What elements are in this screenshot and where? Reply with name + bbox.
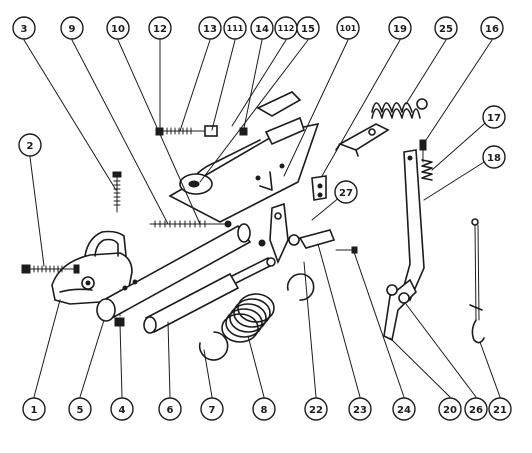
- callout-4: 4: [110, 397, 134, 421]
- callout-13: 13: [198, 16, 222, 40]
- svg-text:16: 16: [485, 24, 499, 35]
- callout-16: 16: [480, 16, 504, 40]
- svg-text:2: 2: [27, 141, 34, 152]
- callout-14: 14: [250, 16, 274, 40]
- svg-text:6: 6: [167, 405, 174, 416]
- shock-absorber: [143, 257, 276, 334]
- callout-8: 8: [252, 397, 276, 421]
- cable-21: [469, 218, 485, 344]
- callout-17: 17: [482, 105, 506, 129]
- callout-5: 5: [68, 397, 92, 421]
- svg-text:13: 13: [203, 24, 217, 35]
- coupling-head: [51, 230, 133, 305]
- svg-text:26: 26: [469, 405, 483, 416]
- callout-15: 15: [296, 16, 320, 40]
- brake-lever: [258, 202, 336, 265]
- lever-housing: [168, 91, 320, 223]
- callout-19: 19: [388, 16, 412, 40]
- callout-1: 1: [22, 397, 46, 421]
- callout-26: 26: [464, 397, 488, 421]
- callout-9: 9: [60, 16, 84, 40]
- svg-text:10: 10: [111, 24, 125, 35]
- bolt-12-13: [155, 125, 248, 137]
- bracket-19: [335, 123, 390, 157]
- callout-111: 111: [223, 16, 247, 40]
- hand-brake-lever: [383, 149, 425, 342]
- callout-7: 7: [200, 397, 224, 421]
- callout-20: 20: [438, 397, 462, 421]
- svg-text:3: 3: [21, 24, 28, 35]
- callout-25: 25: [434, 16, 458, 40]
- svg-text:20: 20: [443, 405, 457, 416]
- svg-text:18: 18: [487, 153, 501, 164]
- svg-text:25: 25: [439, 24, 453, 35]
- svg-text:23: 23: [353, 405, 367, 416]
- bolt-2: [21, 264, 80, 274]
- svg-text:9: 9: [69, 24, 76, 35]
- bracket-27: [311, 175, 327, 201]
- callout-12: 12: [148, 16, 172, 40]
- svg-text:4: 4: [119, 405, 126, 416]
- svg-text:24: 24: [397, 405, 411, 416]
- svg-text:21: 21: [493, 405, 507, 416]
- bolt-16: [419, 139, 427, 163]
- callout-18: 18: [482, 145, 506, 169]
- callout-23: 23: [348, 397, 372, 421]
- svg-text:15: 15: [301, 24, 315, 35]
- drawbar-tube: [96, 223, 252, 322]
- svg-text:5: 5: [77, 405, 84, 416]
- compression-spring: [221, 293, 275, 343]
- svg-text:17: 17: [487, 113, 501, 124]
- svg-text:19: 19: [393, 24, 407, 35]
- svg-text:8: 8: [261, 405, 268, 416]
- callout-22: 22: [304, 397, 328, 421]
- callouts: 1 2 3 4 5 6 7 8 9 10 12 13 111 14 112 15…: [12, 16, 512, 421]
- callout-10: 10: [106, 16, 130, 40]
- callout-2: 2: [18, 133, 42, 157]
- leader-lines: [23, 39, 501, 398]
- retaining-ring-22: [286, 273, 315, 301]
- spring-17: [421, 159, 433, 181]
- callout-101: 101: [336, 16, 360, 40]
- callout-21: 21: [488, 397, 512, 421]
- svg-text:7: 7: [209, 405, 216, 416]
- callout-24: 24: [392, 397, 416, 421]
- svg-text:112: 112: [278, 24, 295, 33]
- bolt-3: [112, 171, 122, 213]
- callout-27: 27: [334, 180, 358, 204]
- svg-text:12: 12: [153, 24, 167, 35]
- svg-text:14: 14: [255, 24, 269, 35]
- svg-text:1: 1: [31, 405, 38, 416]
- callout-112: 112: [274, 16, 298, 40]
- svg-text:101: 101: [340, 24, 357, 33]
- callout-3: 3: [12, 16, 36, 40]
- retaining-ring-7: [198, 331, 229, 361]
- callout-6: 6: [158, 397, 182, 421]
- spring-25: [371, 98, 428, 119]
- svg-text:111: 111: [227, 24, 244, 33]
- svg-text:22: 22: [309, 405, 323, 416]
- parts-drawing: [21, 91, 485, 361]
- svg-text:27: 27: [339, 188, 353, 199]
